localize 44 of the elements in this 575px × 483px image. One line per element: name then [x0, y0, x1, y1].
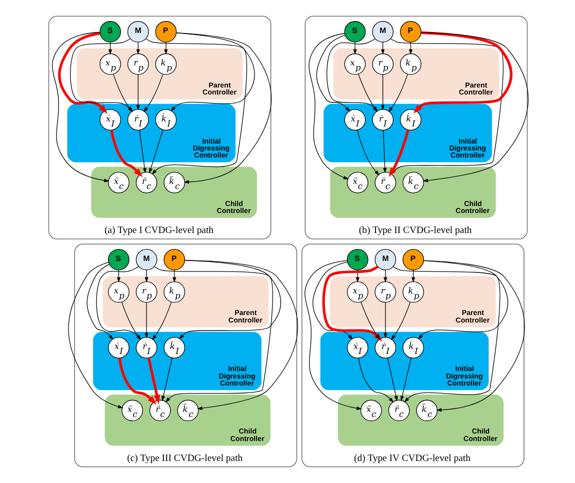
- arrow: [86, 264, 113, 340]
- arrow: [152, 302, 172, 340]
- arrow: [145, 38, 247, 174]
- arrow: [412, 31, 512, 114]
- arrow: [153, 266, 272, 402]
- arrow: [304, 260, 362, 410]
- arrow: [176, 32, 272, 184]
- arrow: [312, 262, 352, 340]
- arrow: [316, 34, 350, 112]
- arrow: [143, 74, 163, 112]
- arrow: [138, 130, 146, 174]
- arrow: [392, 266, 500, 402]
- arrow: [144, 302, 148, 338]
- arrow: [383, 302, 387, 338]
- arrow: [322, 266, 382, 342]
- arrow: [388, 74, 408, 112]
- arrow: [422, 260, 524, 412]
- arrow: [308, 33, 348, 180]
- arrow: [144, 270, 148, 282]
- arrow: [400, 358, 411, 402]
- arrow: [184, 260, 298, 410]
- arrow: [58, 32, 107, 114]
- arrow: [68, 262, 123, 408]
- arrow: [51, 32, 109, 182]
- arrow: [383, 270, 387, 282]
- arrow: [352, 42, 356, 55]
- arrow: [170, 32, 254, 112]
- arrow: [110, 130, 142, 178]
- arrow: [136, 74, 140, 110]
- arrow: [386, 358, 398, 402]
- arrow: [380, 74, 384, 110]
- arrow: [356, 130, 379, 176]
- arrow: [148, 129, 163, 174]
- arrow: [358, 358, 394, 403]
- arrow: [178, 260, 281, 340]
- arrow: [164, 42, 168, 55]
- arrow: [390, 302, 410, 340]
- arrow: [420, 32, 528, 182]
- arrow: [146, 358, 160, 404]
- arrow: [418, 260, 508, 340]
- arrow: [161, 358, 172, 402]
- arrow: [118, 358, 156, 405]
- arrow: [360, 302, 380, 340]
- arrow: [382, 130, 386, 174]
